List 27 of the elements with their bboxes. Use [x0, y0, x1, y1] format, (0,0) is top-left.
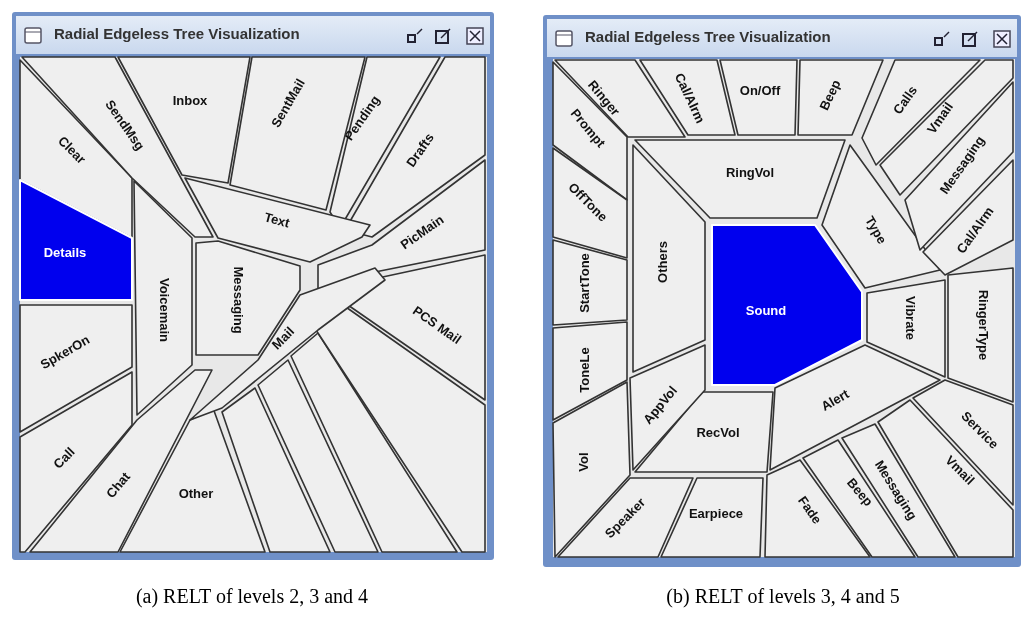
app-window: [12, 12, 494, 560]
figure-caption: (a) RELT of levels 2, 3 and 4: [135, 585, 369, 608]
region-label: Others: [654, 241, 670, 283]
region-label: ToneLe: [576, 347, 592, 393]
region-label: Voicemain: [156, 277, 172, 343]
region-label: Earpiece: [688, 505, 744, 521]
region-label: Vibrate: [902, 296, 918, 340]
region-label: Text: [262, 209, 292, 231]
app-window: [543, 15, 1021, 567]
region-label: Details: [43, 244, 87, 260]
region-label: Other: [178, 485, 214, 501]
region-label: Beep: [816, 77, 844, 113]
region-label: Inbox: [172, 92, 208, 108]
region-label: RingVol: [725, 164, 775, 180]
region-label: PCS Mail: [409, 302, 465, 348]
region-label: Sound: [745, 302, 787, 318]
region-label: On/Off: [739, 82, 781, 98]
region-label: Alert: [818, 386, 852, 414]
region-label: StartTone: [576, 253, 592, 313]
figure-caption: (b) RELT of levels 3, 4 and 5: [666, 585, 900, 608]
region-label: RecVol: [696, 424, 740, 440]
window-title: Radial Edgeless Tree Visualization: [54, 25, 300, 42]
region-label: RingerType: [975, 289, 991, 361]
window-title: Radial Edgeless Tree Visualization: [585, 28, 831, 45]
region-label: Messaging: [230, 266, 246, 334]
region-label: Vol: [575, 452, 591, 472]
region-label: Call: [50, 444, 78, 472]
